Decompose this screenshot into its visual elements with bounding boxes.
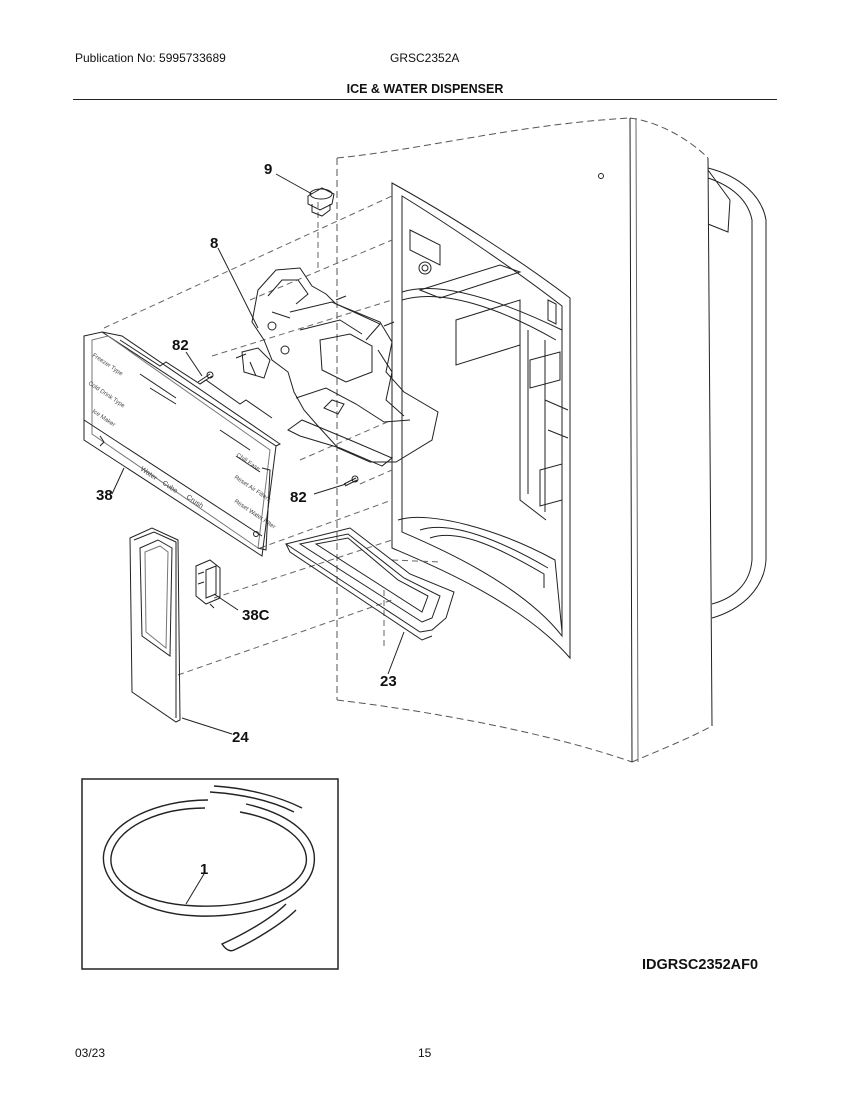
callout-23: 23 xyxy=(380,673,397,690)
dispenser-cavity xyxy=(391,182,571,660)
part-24-trim xyxy=(129,527,181,723)
panel-label-ice-maker: Ice Maker xyxy=(91,409,116,429)
callout-24: 24 xyxy=(232,729,249,746)
part-38c-switch xyxy=(195,559,221,609)
model-number: GRSC2352A xyxy=(390,51,460,65)
panel-label-freezer-type: Freezer Type xyxy=(91,353,124,378)
callout-82-lower: 82 xyxy=(290,489,307,506)
part-82-screw-lower xyxy=(343,475,359,487)
button-label-water: Water xyxy=(139,466,159,482)
illustration-id: IDGRSC2352AF0 xyxy=(642,957,759,973)
button-label-cube: Cube xyxy=(161,480,179,495)
callout-38c: 38C xyxy=(242,607,270,624)
callout-leaders xyxy=(111,173,405,905)
publication-number: Publication No: 5995733689 xyxy=(75,51,226,65)
part-8-housing xyxy=(235,267,439,467)
inset-frame xyxy=(81,778,339,970)
callout-labels: 9 8 82 38 82 38C 23 24 1 xyxy=(96,161,397,878)
panel-label-chill-ease: Chill Ease xyxy=(235,453,261,473)
callout-1: 1 xyxy=(200,861,208,878)
panel-label-reset-water-filter: Reset Water Filter xyxy=(233,499,276,531)
part-1-tubing-coil xyxy=(102,785,316,952)
header-divider xyxy=(73,99,777,100)
guide-lines xyxy=(103,195,441,676)
page-title: ICE & WATER DISPENSER xyxy=(346,82,504,96)
callout-82-upper: 82 xyxy=(172,337,189,354)
callout-8: 8 xyxy=(210,235,218,252)
callout-38: 38 xyxy=(96,487,113,504)
callout-9: 9 xyxy=(264,161,272,178)
part-9-cap xyxy=(307,187,335,217)
footer-date: 03/23 xyxy=(75,1046,106,1060)
page-number: 15 xyxy=(418,1046,432,1060)
part-38-control-panel xyxy=(83,331,281,557)
part-23-drip-tray xyxy=(284,527,455,641)
door-outline xyxy=(336,117,767,763)
panel-label-cold-drink-type: Cold Drink Type xyxy=(87,381,126,410)
